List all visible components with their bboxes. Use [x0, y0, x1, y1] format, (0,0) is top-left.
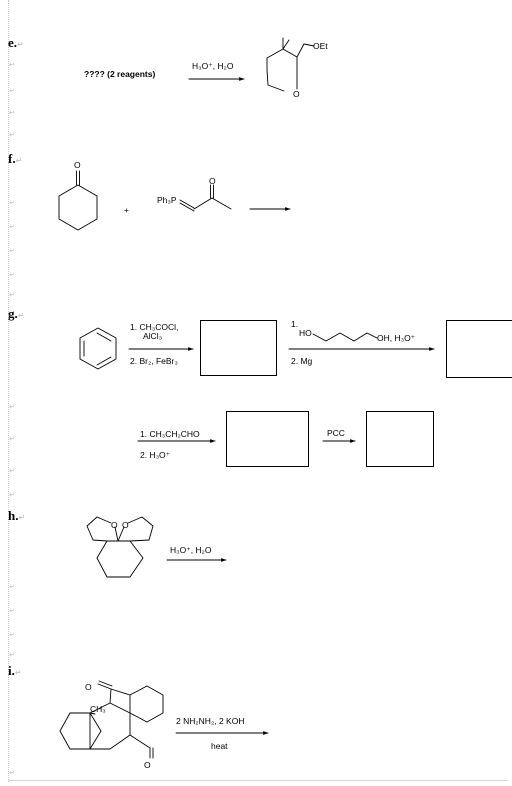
g-step1-line2: AlCl₃: [143, 331, 163, 341]
i-ring-a: [59, 712, 102, 750]
paragraph-mark: ↵: [9, 272, 15, 279]
i-ring-c-bond: [110, 688, 131, 696]
ylide-double-bond: [179, 202, 195, 212]
paragraph-mark: ↵: [9, 404, 15, 411]
cyclohexanone-ring: [58, 184, 98, 231]
g-step1-line3: 2. Br₂, FeBr₃: [130, 356, 178, 366]
answer-box-g3[interactable]: [226, 411, 309, 467]
product-e-bond: [282, 39, 290, 50]
benzene-ring: [79, 327, 117, 370]
paragraph-mark: ↵: [9, 132, 15, 139]
paragraph-mark: ↵: [9, 770, 15, 777]
problem-label-i: i.↵: [8, 663, 22, 678]
ylide-phosphorus-group: Ph₃P: [157, 195, 177, 205]
g-step2-diol-left: HO: [299, 328, 312, 338]
answer-box-g2[interactable]: [446, 320, 512, 378]
paragraph-mark: ↵: [9, 608, 15, 615]
reaction-i-reagents-bottom: heat: [211, 741, 228, 751]
page-bottom-rule: [8, 780, 508, 781]
ylide-oxygen: O: [209, 176, 216, 186]
product-e-ring: [266, 48, 298, 90]
ylide-bond: [211, 197, 232, 210]
paragraph-mark: ↵: [9, 632, 15, 639]
h-ketal-bond: [117, 526, 125, 542]
problem-label-g: g.↵: [8, 306, 25, 321]
g-step2-number: 1.: [291, 319, 299, 329]
g-step3-line2: 2. H₃O⁺: [140, 450, 171, 460]
h-ring-oxygen-left: O: [111, 520, 118, 530]
paragraph-mark: ↵: [9, 88, 15, 95]
reaction-e-reagents: H₃O⁺, H₂O: [192, 61, 234, 71]
answer-box-g4[interactable]: [366, 411, 434, 467]
h-right-thf-ring: [127, 516, 154, 542]
ketone-oxygen: O: [74, 160, 81, 170]
reaction-h-reagents: H₃O⁺, H₂O: [170, 545, 212, 555]
product-e-ring-left: [266, 57, 285, 92]
i-carbonyl-oxygen-top: O: [85, 682, 92, 692]
ylide-bond: [193, 197, 213, 210]
i-methyl-bond: [89, 712, 96, 715]
h-cyclohexane-ring: [96, 540, 144, 578]
paragraph-mark: ↵: [9, 200, 15, 207]
g-step2-diol-right: OH, H₃O⁺: [377, 333, 416, 343]
problem-label-f: f.↵: [8, 151, 23, 166]
product-e-substituent: OEt: [313, 41, 328, 51]
i-ring-b: [89, 702, 131, 750]
paragraph-mark: ↵: [9, 110, 15, 117]
diol-chain: [312, 332, 378, 342]
i-ring-c-bond: [109, 688, 112, 704]
paragraph-mark: ↵: [9, 436, 15, 443]
paragraph-mark: ↵: [9, 468, 15, 475]
problem-label-h: h.↵: [8, 508, 26, 523]
i-carbonyl-oxygen-bottom: O: [144, 760, 151, 770]
paragraph-mark: ↵: [9, 62, 15, 69]
paragraph-mark: ↵: [9, 584, 15, 591]
i-ketone-double-bond: [97, 683, 112, 690]
problem-label-e: e.↵: [8, 35, 24, 50]
benzene-double-bond: [96, 356, 112, 366]
i-ketone-double-bond: [98, 680, 113, 687]
plus-sign: +: [124, 205, 129, 215]
i-ring-bond: [129, 734, 151, 749]
paragraph-mark: ↵: [9, 248, 15, 255]
g-step4-reagent: PCC: [327, 428, 345, 438]
margin-guide: [8, 0, 9, 782]
product-e-bond: [303, 43, 315, 47]
paragraph-mark: ↵: [9, 652, 15, 659]
i-ring-c: [129, 685, 164, 723]
g-step3-line1: 1. CH₃CH₂CHO: [140, 429, 200, 439]
paragraph-mark: ↵: [9, 224, 15, 231]
h-ring-oxygen-right: O: [122, 520, 129, 530]
g-step1-line1: 1. CH₃COCl,: [130, 322, 179, 332]
ylide-double-bond: [179, 199, 195, 209]
product-e-ring-oxygen: O: [293, 89, 300, 99]
h-left-thf-ring: [86, 516, 112, 542]
product-e-bond: [296, 43, 305, 58]
starting-material-unknown: ???? (2 reagents): [84, 69, 156, 79]
benzene-double-bond: [96, 332, 112, 342]
h-ketal-bond: [114, 526, 119, 542]
paragraph-mark: ↵: [9, 492, 15, 499]
answer-box-g1[interactable]: [200, 320, 277, 376]
paragraph-mark: ↵: [9, 292, 15, 299]
g-step2-line2: 2. Mg: [291, 356, 313, 366]
reaction-i-reagents-top: 2 NH₂NH₂, 2 KOH: [176, 716, 245, 726]
